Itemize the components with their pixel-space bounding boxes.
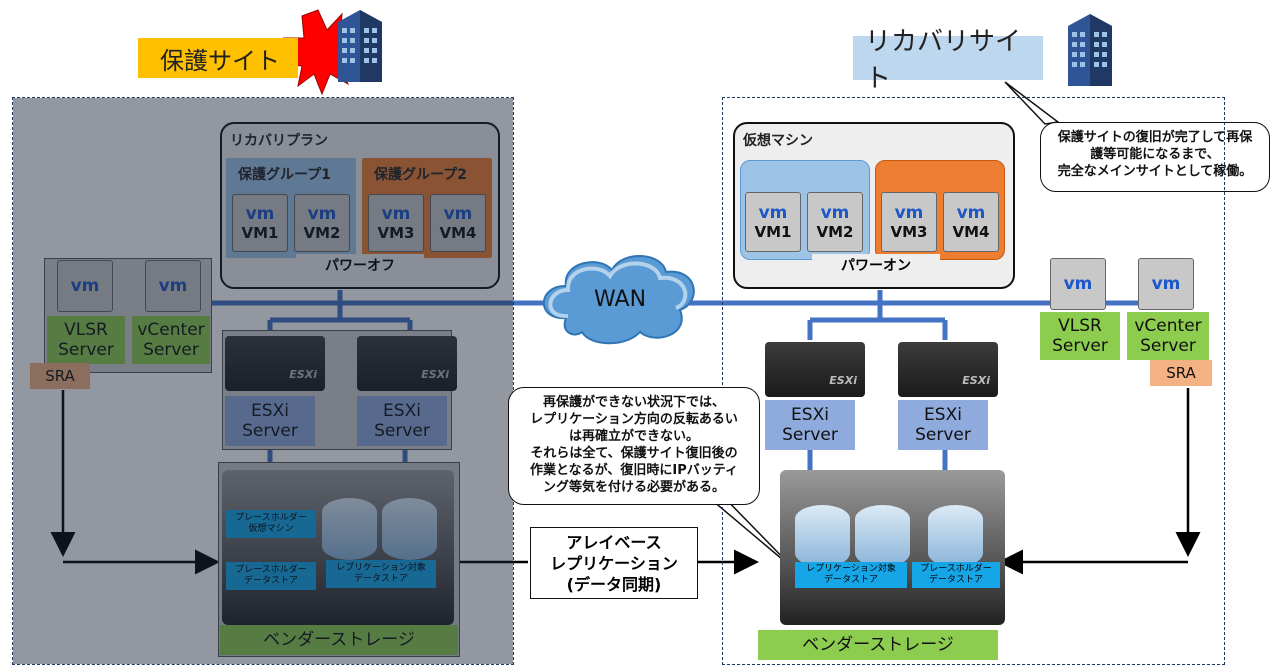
vendor-storage-label: ベンダーストレージ [758, 630, 998, 660]
callout-line: 護等可能になるまで、 [1090, 147, 1220, 162]
vm-label: VM4 [439, 224, 477, 242]
server-icon: ESXi [225, 336, 325, 391]
vm-label: VM1 [241, 224, 279, 242]
vm-label: VM4 [952, 223, 990, 241]
datastore-icon [795, 505, 850, 567]
placeholder-vm-label: プレースホルダー仮想マシン [226, 510, 316, 538]
esxi-badge: ESXi [962, 374, 990, 387]
vm-tile[interactable]: vm [1050, 258, 1106, 310]
callout-line: は再確立ができない。 [568, 429, 699, 444]
building-icon [1060, 8, 1120, 88]
recovery-plan-title: リカバリプラン [230, 133, 328, 149]
vm-tile[interactable]: vm [145, 260, 201, 312]
callout-line: 再保護ができない状況下では、 [542, 395, 725, 410]
recovery-site-title: リカバリサイト [853, 27, 1043, 94]
vm-tile[interactable]: vm [57, 260, 113, 312]
placeholder-datastore-label: プレースホルダーデータストア [226, 562, 316, 590]
building-icon [330, 4, 390, 84]
recovery-callout: 保護サイトの復旧が完了して再保 護等可能になるまで、 完全なメインサイトとして稼… [1040, 122, 1270, 192]
vm-logo: vm [443, 204, 473, 224]
vm-logo: vm [158, 276, 188, 296]
vm-logo: vm [1151, 274, 1181, 294]
note-callout: 再保護ができない状況下では、 レプリケーション方向の反転あるい は再確立ができな… [508, 387, 760, 505]
vm-label: VM3 [377, 224, 415, 242]
array-replication-box: アレイベース レプリケーション (データ同期) [530, 527, 698, 599]
power-on-label: パワーオン [812, 254, 940, 276]
vm-logo: vm [307, 204, 337, 224]
datastore-icon [855, 505, 910, 567]
replication-datastore-label: レプリケーション対象データストア [795, 562, 907, 588]
protection-group-label: 保護グループ1 [238, 167, 331, 183]
replication-datastore-label: レプリケーション対象データストア [326, 560, 436, 588]
datastore-icon [928, 505, 983, 567]
vm-panel-title: 仮想マシン [743, 133, 813, 149]
protected-site-title: 保護サイト [138, 38, 298, 78]
sra-box: SRA [30, 363, 90, 389]
esxi-badge: ESXi [289, 368, 317, 381]
datastore-icon [382, 498, 437, 560]
recovery-site-boundary [722, 97, 1225, 665]
vm-logo: vm [70, 276, 100, 296]
protected-site-boundary [12, 97, 514, 665]
vm-logo: vm [758, 203, 788, 223]
protection-group-label: 保護グループ2 [374, 167, 467, 183]
vm-label: VM2 [816, 223, 854, 241]
server-icon: ESXi [357, 336, 457, 391]
vm-logo: vm [1063, 274, 1093, 294]
callout-line: 保護サイトの復旧が完了して再保 [1057, 130, 1253, 145]
wan-cloud [542, 255, 695, 345]
vendor-storage-label: ベンダーストレージ [220, 625, 458, 655]
callout-line: レプリケーション方向の反転あるい [530, 412, 738, 427]
vm-logo: vm [381, 204, 411, 224]
callout-line: ング等気を付ける必要がある。 [542, 480, 725, 495]
vm-logo: vm [956, 203, 986, 223]
server-icon: ESXi [765, 342, 865, 397]
callout-line: 完全なメインサイトとして稼働。 [1057, 164, 1253, 179]
placeholder-datastore-label: プレースホルダーデータストア [912, 562, 1000, 588]
sra-box: SRA [1150, 360, 1212, 386]
vm-logo: vm [894, 203, 924, 223]
vm-label: VM3 [890, 223, 928, 241]
callout-line: それらは全て、保護サイト復旧後の [530, 446, 738, 461]
vm-label: VM1 [754, 223, 792, 241]
vm-logo: vm [245, 204, 275, 224]
vm-label: VM2 [303, 224, 341, 242]
wan-label: WAN [593, 286, 647, 312]
esxi-badge: ESXi [421, 368, 449, 381]
vm-logo: vm [820, 203, 850, 223]
power-off-label: パワーオフ [296, 254, 424, 276]
esxi-badge: ESXi [829, 374, 857, 387]
server-icon: ESXi [898, 342, 998, 397]
vm-tile[interactable]: vm [1138, 258, 1194, 310]
site-failure-overlay [13, 98, 513, 664]
datastore-icon [322, 498, 377, 560]
callout-line: 作業となるが、復旧時にIPバッティ [530, 463, 738, 478]
